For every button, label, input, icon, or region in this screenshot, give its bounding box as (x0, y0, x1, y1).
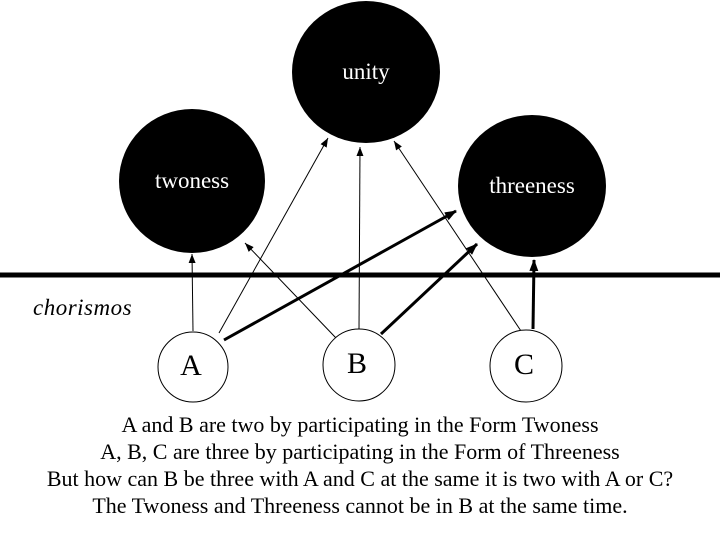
form-node-unity (292, 1, 440, 143)
form-label-threeness: threeness (489, 173, 575, 198)
caption-line-1: A and B are two by participating in the … (121, 412, 599, 437)
arrow-C-to-unity (393, 140, 522, 332)
arrow-A-to-unity (218, 137, 329, 334)
form-node-threeness (458, 115, 606, 257)
caption-line-4: The Twoness and Threeness cannot be in B… (92, 493, 628, 518)
caption-line-3: But how can B be three with A and C at t… (46, 466, 674, 491)
arrow-B-to-twoness (244, 242, 337, 339)
caption-block: A and B are two by participating in the … (0, 411, 720, 519)
form-node-twoness (119, 109, 265, 253)
particular-node-A (157, 331, 229, 403)
arrow-B-to-threeness (379, 242, 479, 336)
arrow-C-to-threeness (529, 259, 539, 330)
particular-label-A: A (180, 349, 202, 382)
form-label-twoness: twoness (155, 168, 229, 193)
arrow-A-to-threeness (223, 209, 457, 342)
particular-label-C: C (514, 348, 534, 381)
form-label-unity: unity (342, 59, 390, 84)
chorismos-label: chorismos (33, 295, 133, 320)
particular-node-B (322, 328, 396, 402)
arrow-A-to-twoness (188, 253, 196, 332)
arrow-B-to-unity (356, 146, 364, 331)
particular-label-B: B (347, 347, 367, 380)
particular-node-C (489, 329, 563, 403)
caption-line-2: A, B, C are three by participating in th… (100, 439, 620, 464)
